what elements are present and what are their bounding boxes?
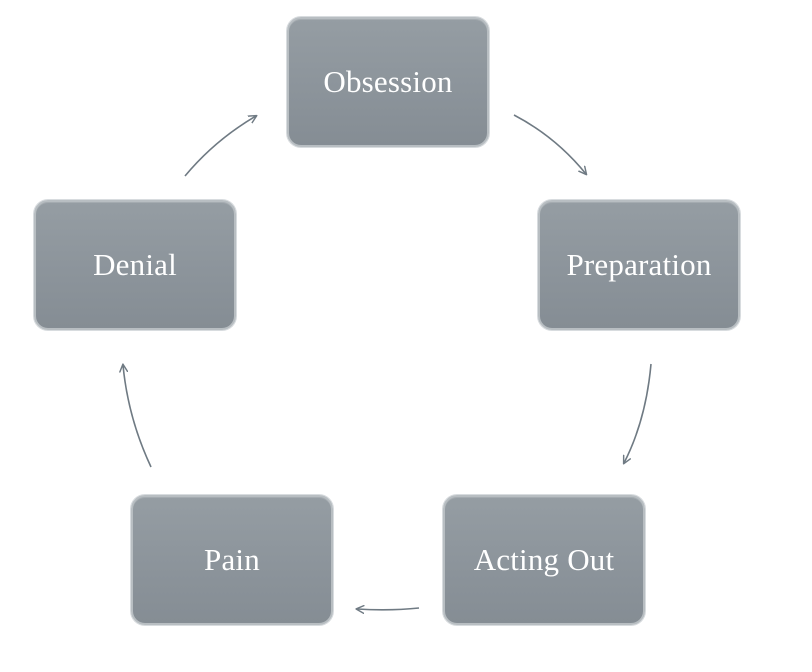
node-label-obsession: Obsession (323, 64, 453, 99)
node-label-preparation: Preparation (566, 247, 712, 282)
node-acting-out: Acting Out (443, 495, 645, 625)
node-obsession: Obsession (287, 17, 489, 147)
arrow-pain-to-denial (123, 365, 152, 468)
node-pain: Pain (131, 495, 333, 625)
node-label-denial: Denial (93, 247, 177, 282)
arrow-preparation-to-acting-out (624, 363, 652, 463)
node-label-acting-out: Acting Out (473, 542, 615, 577)
node-denial: Denial (34, 200, 236, 330)
arrow-obsession-to-preparation (513, 114, 586, 174)
arrow-denial-to-obsession (184, 116, 256, 177)
node-preparation: Preparation (538, 200, 740, 330)
node-label-pain: Pain (204, 542, 260, 577)
arrow-acting-out-to-pain (357, 608, 420, 610)
